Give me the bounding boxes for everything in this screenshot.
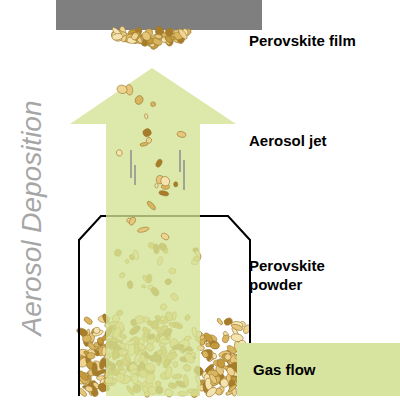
motion-lines (131, 150, 184, 190)
aerosol-arrow (70, 68, 236, 396)
band-label: Gas flow (253, 361, 316, 378)
side-title: Aerosol Deposition (16, 100, 48, 335)
part-label: Perovskite powder (249, 257, 349, 295)
part-label: Perovskite film (249, 32, 356, 51)
substrate (56, 0, 262, 30)
perovskite-film (110, 25, 192, 51)
gas-flow-band: Gas flow (237, 343, 400, 396)
jet-particles (116, 84, 187, 241)
part-label: Aerosol jet (249, 132, 327, 151)
